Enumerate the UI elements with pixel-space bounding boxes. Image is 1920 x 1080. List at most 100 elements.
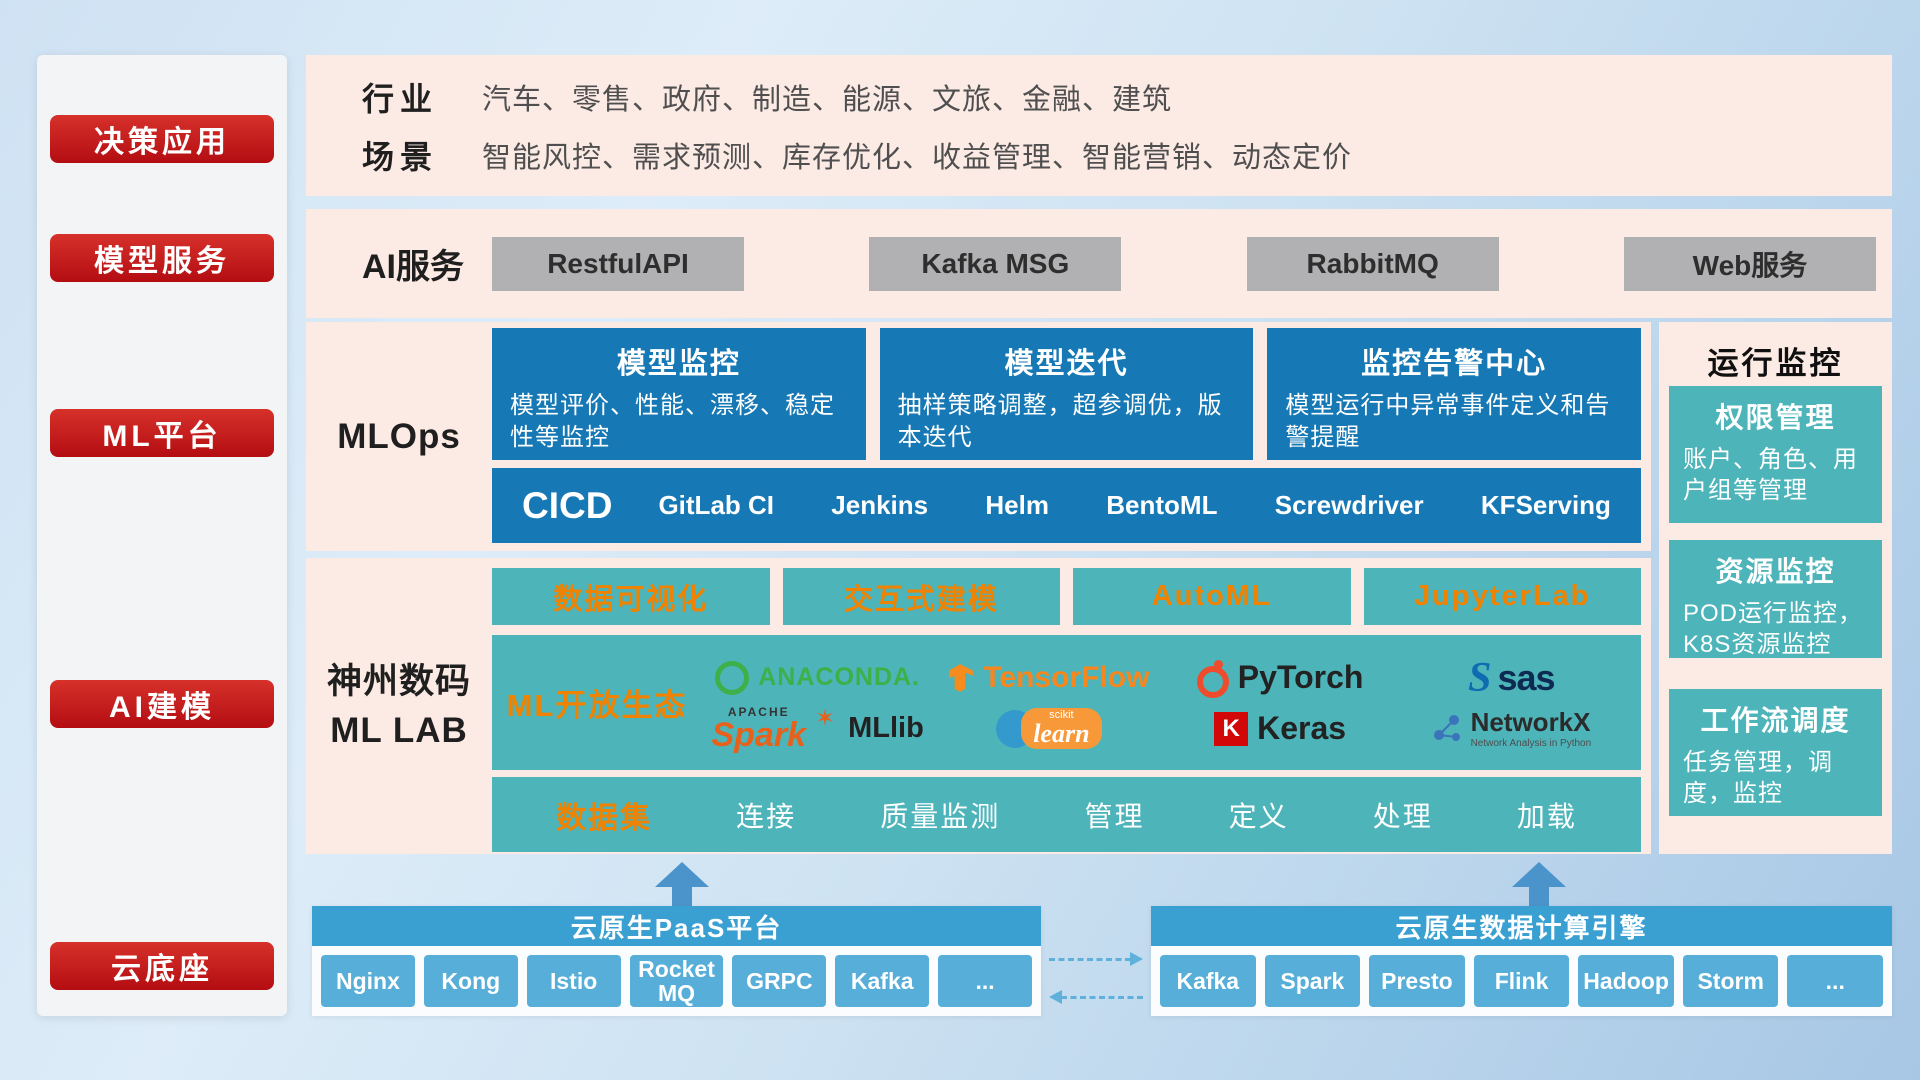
card-desc: 模型运行中异常事件定义和告警提醒 bbox=[1285, 392, 1611, 452]
keras-icon: K bbox=[1214, 711, 1249, 746]
paas-items: Nginx Kong Istio RocketMQ GRPC Kafka ... bbox=[312, 946, 1041, 1016]
engine-presto: Presto bbox=[1369, 955, 1465, 1007]
ecosystem-logos: ANACONDA. TensorFlow PyTorch S sas APACH… bbox=[702, 654, 1641, 752]
scikit-learn-logo: scikit learn bbox=[933, 708, 1164, 749]
keras-logo: K Keras bbox=[1165, 710, 1396, 747]
scene-value: 智能风控、需求预测、库存优化、收益管理、智能营销、动态定价 bbox=[482, 142, 1353, 174]
sas-logo: S sas bbox=[1396, 654, 1627, 702]
engine-more: ... bbox=[1787, 955, 1884, 1007]
tool-screwdriver: Screwdriver bbox=[1274, 490, 1424, 520]
anaconda-wordmark: ANACONDA. bbox=[758, 663, 921, 691]
card-title: 权限管理 bbox=[1715, 402, 1836, 433]
tensorflow-wordmark: TensorFlow bbox=[983, 660, 1150, 694]
card-title: 监控告警中心 bbox=[1361, 348, 1548, 380]
dataset-connect: 连接 bbox=[736, 800, 797, 832]
paas-rocketmq: RocketMQ bbox=[629, 955, 724, 1007]
tool-bentoml: BentoML bbox=[1106, 490, 1218, 520]
ml-open-ecosystem: ML开放生态 ANACONDA. TensorFlow PyTorch S sa… bbox=[492, 635, 1641, 770]
tool-helm: Helm bbox=[985, 490, 1049, 520]
spark-wordmark: APACHE Spark bbox=[711, 704, 806, 754]
anaconda-icon bbox=[715, 660, 750, 695]
keras-wordmark: Keras bbox=[1257, 710, 1347, 746]
sas-wordmark: sas bbox=[1497, 656, 1556, 698]
dataset-define: 定义 bbox=[1228, 800, 1289, 832]
paas-nginx: Nginx bbox=[321, 955, 415, 1007]
feature-data-visualization: 数据可视化 bbox=[492, 568, 770, 625]
paas-kafka: Kafka bbox=[835, 955, 930, 1007]
paas-grpc: GRPC bbox=[732, 955, 827, 1007]
ai-service-buttons: RestfulAPI Kafka MSG RabbitMQ Web服务 bbox=[492, 209, 1876, 318]
data-engine-title: 云原生数据计算引擎 bbox=[1151, 906, 1892, 946]
card-title: 资源监控 bbox=[1715, 556, 1836, 587]
layer-sidebar: 决策应用 模型服务 ML平台 AI建模 云底座 bbox=[37, 55, 287, 1016]
dashed-arrow-left-icon bbox=[1049, 990, 1143, 1004]
card-desc: 抽样策略调整，超参调优，版本迭代 bbox=[897, 392, 1223, 452]
mllab-label-line1: 神州数码 bbox=[326, 662, 471, 701]
industry-value: 汽车、零售、政府、制造、能源、文旅、金融、建筑 bbox=[482, 84, 1173, 116]
dataset-load: 加载 bbox=[1516, 800, 1577, 832]
apache-label: APACHE bbox=[727, 704, 790, 719]
sas-icon: S bbox=[1468, 654, 1492, 701]
card-title: 模型监控 bbox=[616, 348, 741, 380]
card-permission-management: 权限管理 账户、角色、用户组等管理 bbox=[1669, 386, 1882, 523]
cicd-label: CICD bbox=[522, 484, 613, 526]
card-workflow-scheduling: 工作流调度 任务管理，调度，监控 bbox=[1669, 689, 1882, 816]
runtime-monitoring-panel: 运行监控 权限管理 账户、角色、用户组等管理 资源监控 POD运行监控，K8S资… bbox=[1659, 322, 1892, 854]
mllab-feature-buttons: 数据可视化 交互式建模 AutoML JupyterLab bbox=[492, 568, 1641, 625]
sidebar-item-ai-modeling: AI建模 bbox=[50, 680, 274, 728]
dataset-process: 处理 bbox=[1372, 800, 1433, 832]
mlops-label: MLOps bbox=[337, 417, 461, 456]
paas-more: ... bbox=[938, 955, 1033, 1007]
scikit-learn-wordmark: scikit learn bbox=[1021, 708, 1102, 749]
tensorflow-logo: TensorFlow bbox=[933, 661, 1164, 695]
cicd-tools: GitLab CI Jenkins Helm BentoML Screwdriv… bbox=[658, 490, 1611, 521]
card-desc: 任务管理，调度，监控 bbox=[1683, 749, 1833, 808]
anaconda-logo: ANACONDA. bbox=[702, 660, 933, 695]
card-resource-monitoring: 资源监控 POD运行监控，K8S资源监控 bbox=[1669, 540, 1882, 658]
data-engine-group: 云原生数据计算引擎 Kafka Spark Presto Flink Hadoo… bbox=[1151, 906, 1892, 1016]
dashed-arrow-right-icon bbox=[1049, 952, 1143, 966]
tool-jenkins: Jenkins bbox=[831, 490, 929, 520]
tool-kfserving: KFServing bbox=[1480, 490, 1611, 520]
up-arrow-icon bbox=[1512, 862, 1566, 908]
engine-storm: Storm bbox=[1682, 955, 1779, 1007]
ai-service-label: AI服务 bbox=[362, 248, 464, 286]
paas-istio: Istio bbox=[526, 955, 621, 1007]
mllab-label-line2: ML LAB bbox=[330, 711, 468, 750]
engine-kafka: Kafka bbox=[1160, 955, 1256, 1007]
industry-label: 行业 bbox=[362, 81, 439, 117]
feature-interactive-modeling: 交互式建模 bbox=[782, 568, 1060, 625]
card-desc: POD运行监控，K8S资源监控 bbox=[1683, 600, 1864, 659]
mlops-cards: 模型监控 模型评价、性能、漂移、稳定性等监控 模型迭代 抽样策略调整，超参调优，… bbox=[492, 328, 1642, 460]
mllib-wordmark: MLlib bbox=[848, 712, 924, 744]
tool-gitlab-ci: GitLab CI bbox=[658, 490, 775, 520]
sidebar-item-cloud-base: 云底座 bbox=[50, 942, 274, 990]
spark-star-icon: ✶ bbox=[814, 705, 836, 732]
paas-kong: Kong bbox=[423, 955, 518, 1007]
dataset-label: 数据集 bbox=[556, 801, 652, 835]
engine-flink: Flink bbox=[1473, 955, 1570, 1007]
service-kafka-msg: Kafka MSG bbox=[869, 236, 1122, 291]
sidebar-item-decision-apps: 决策应用 bbox=[50, 115, 274, 163]
paas-platform-group: 云原生PaaS平台 Nginx Kong Istio RocketMQ GRPC… bbox=[312, 906, 1041, 1016]
ecosystem-label: ML开放生态 bbox=[506, 688, 688, 723]
pytorch-wordmark: PyTorch bbox=[1237, 659, 1364, 695]
dataset-quality: 质量监测 bbox=[880, 800, 1001, 832]
pytorch-icon bbox=[1196, 659, 1229, 698]
monitoring-title: 运行监控 bbox=[1707, 346, 1844, 381]
scene-label: 场景 bbox=[362, 139, 439, 175]
mllab-label: 神州数码 ML LAB bbox=[306, 558, 492, 854]
card-alert-center: 监控告警中心 模型运行中异常事件定义和告警提醒 bbox=[1267, 328, 1642, 460]
dataset-bar: 数据集 连接 质量监测 管理 定义 处理 加载 bbox=[492, 777, 1641, 852]
card-desc: 账户、角色、用户组等管理 bbox=[1683, 446, 1858, 505]
card-title: 工作流调度 bbox=[1700, 705, 1851, 736]
scene-row: 场景 智能风控、需求预测、库存优化、收益管理、智能营销、动态定价 bbox=[362, 131, 1352, 179]
sidebar-item-model-service: 模型服务 bbox=[50, 234, 274, 282]
mllab-panel: 神州数码 ML LAB 数据可视化 交互式建模 AutoML JupyterLa… bbox=[306, 558, 1651, 854]
engine-spark: Spark bbox=[1264, 955, 1361, 1007]
service-rabbitmq: RabbitMQ bbox=[1246, 236, 1499, 291]
engine-hadoop: Hadoop bbox=[1578, 955, 1674, 1007]
cicd-bar: CICD GitLab CI Jenkins Helm BentoML Scre… bbox=[492, 468, 1641, 543]
feature-automl: AutoML bbox=[1073, 568, 1351, 625]
